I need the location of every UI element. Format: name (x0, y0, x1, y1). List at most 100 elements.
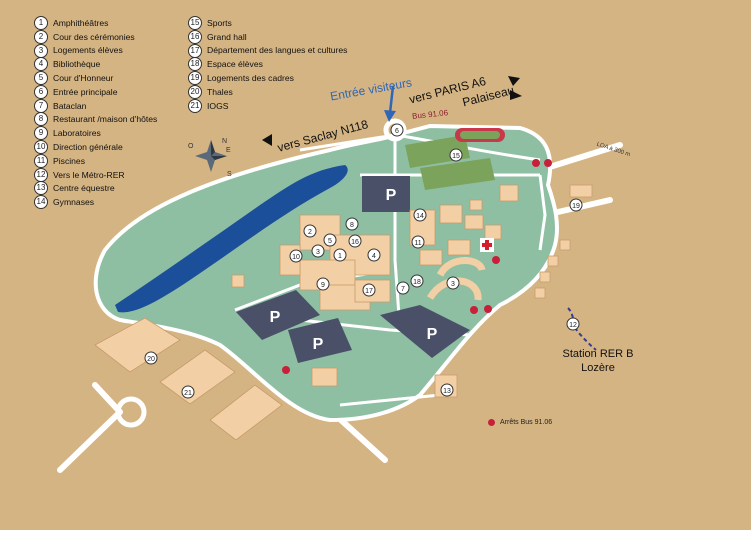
legend-item-3: 3 Logements élèves (34, 43, 157, 58)
bus-stops (282, 159, 552, 374)
svg-text:13: 13 (443, 388, 451, 395)
svg-text:3: 3 (451, 281, 455, 288)
legend-num: 9 (34, 126, 48, 141)
legend-label: Bataclan (53, 100, 87, 111)
page-bottom-margin (0, 530, 751, 551)
map-marker-19: 19 (569, 198, 583, 212)
svg-text:1: 1 (338, 253, 342, 260)
svg-text:11: 11 (414, 240, 421, 247)
legend-item-8: 8 Restaurant /maison d'hôtes (34, 112, 158, 127)
legend-num: 20 (188, 84, 202, 99)
legend-label: Département des langues et cultures (207, 45, 348, 56)
direction-arrows (262, 76, 522, 146)
legend-label: Amphithéâtres (53, 17, 109, 28)
legend-label: Bibliothèque (53, 59, 101, 70)
parking-label-1: P (386, 187, 397, 204)
svg-text:6: 6 (395, 128, 399, 135)
legend-num: 18 (188, 57, 202, 72)
legend-item-1: 1 Amphithéâtres (34, 15, 157, 30)
svg-text:20: 20 (147, 356, 155, 363)
parking-lots (236, 176, 470, 363)
legend-num: 10 (34, 140, 48, 155)
entree-arrow (384, 85, 396, 122)
map-marker-11: 11 (411, 235, 425, 249)
svg-text:21: 21 (184, 390, 192, 397)
roundabouts (115, 118, 407, 428)
svg-text:5: 5 (328, 238, 332, 245)
legend-num: 8 (34, 112, 48, 127)
legend-label: Logements des cadres (207, 73, 294, 84)
map-marker-13: 13 (440, 383, 454, 397)
svg-text:19: 19 (572, 203, 580, 210)
map-marker-16: 16 (348, 234, 362, 248)
legend-item-4: 4 Bibliothèque (34, 57, 157, 72)
svg-text:15: 15 (452, 153, 460, 160)
legend-item-19: 19 Logements des cadres (188, 71, 347, 86)
first-aid-icon (480, 238, 494, 252)
lake (115, 165, 348, 313)
legend-num: 12 (34, 167, 48, 182)
map-marker-2: 2 (303, 224, 317, 238)
legend-label: Cour d'Honneur (53, 73, 114, 84)
legend-num: 13 (34, 181, 48, 196)
map-marker-17: 17 (362, 283, 376, 297)
legend-num: 21 (188, 98, 202, 113)
campus-buildings (94, 184, 593, 441)
legend-item-14: 14 Gymnases (34, 195, 157, 210)
svg-text:12: 12 (569, 322, 577, 329)
map-marker-12: 12 (566, 317, 580, 331)
legend-label: Sports (207, 17, 232, 28)
map-marker-21: 21 (181, 385, 195, 399)
svg-text:14: 14 (416, 213, 424, 220)
legend-num: 15 (188, 15, 202, 30)
map-marker-4: 4 (367, 248, 381, 262)
legend-num: 4 (34, 57, 48, 72)
map-marker-8: 8 (345, 217, 359, 231)
legend-num: 16 (188, 29, 202, 44)
legend-label: Logements élèves (53, 45, 123, 56)
legend-num: 11 (34, 153, 48, 168)
svg-text:8: 8 (350, 222, 354, 229)
svg-text:16: 16 (351, 239, 359, 246)
compass-icon (195, 140, 227, 172)
parking-label-3: P (313, 336, 324, 353)
legend-num: 19 (188, 71, 202, 86)
svg-text:9: 9 (321, 282, 325, 289)
legend-label: Cour des cérémonies (53, 31, 135, 42)
svg-text:17: 17 (365, 288, 373, 295)
compass-s: S (227, 171, 232, 178)
svg-text:2: 2 (308, 229, 312, 236)
legend-label: Restaurant /maison d'hôtes (53, 114, 158, 125)
legend-num: 1 (34, 15, 48, 30)
legend-label: Thales (207, 86, 233, 97)
bus-stop-legend-label: Arrêts Bus 91.06 (500, 419, 553, 426)
bus-route-label: Bus 91.06 (412, 108, 449, 121)
map-marker-9: 9 (316, 277, 330, 291)
legend-num: 6 (34, 84, 48, 99)
campus-map-page: P P P P (0, 0, 751, 530)
legend-label: Grand hall (207, 31, 247, 42)
map-marker-7: 7 (396, 281, 410, 295)
legend-label: Gymnases (53, 197, 95, 208)
legend-num: 14 (34, 195, 48, 210)
legend-label: Entrée principale (53, 86, 118, 97)
svg-text:10: 10 (292, 254, 300, 261)
map-marker-6: 6 (390, 123, 404, 137)
compass-e: E (226, 147, 231, 154)
legend-item-6: 6 Entrée principale (34, 84, 157, 99)
bus-stop-icon (488, 419, 495, 426)
rer-path (567, 307, 597, 351)
legend-item-20: 20 Thales (188, 84, 347, 99)
legend-num: 3 (34, 43, 48, 58)
svg-text:18: 18 (413, 279, 421, 286)
